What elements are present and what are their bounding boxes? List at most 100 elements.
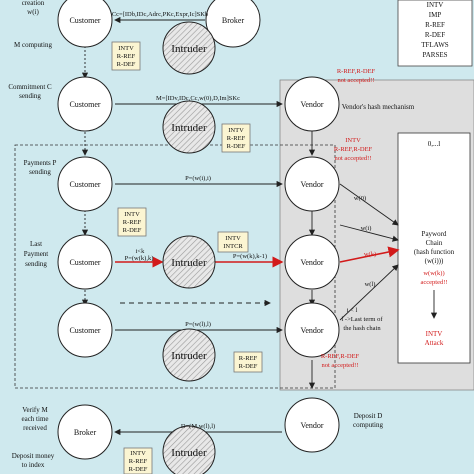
broker-node xyxy=(205,0,261,48)
note-label: l ->Last term of xyxy=(341,316,383,323)
step-label: Last xyxy=(30,240,42,248)
customer-node xyxy=(57,234,113,290)
intruder-node xyxy=(162,425,216,474)
intruder-node xyxy=(162,100,216,154)
red-note: INTV xyxy=(345,137,361,144)
step-label: sending xyxy=(25,260,47,268)
vendor-node xyxy=(284,234,340,290)
hash-panel xyxy=(397,132,471,364)
customer-node xyxy=(57,0,113,48)
message-label: M=[IDv,IDc,Cc,w(0),D,Im]SKc xyxy=(156,95,240,102)
hash-arrow-label: w(i) xyxy=(361,225,372,232)
attack-item: R-REF xyxy=(117,53,136,60)
panel-red-text: w(w(k)) xyxy=(423,270,444,277)
intruder-node xyxy=(162,328,216,382)
attack-box xyxy=(111,41,141,71)
attack-item: R-REF xyxy=(227,135,246,142)
message-label: P=(w(i),i) xyxy=(185,175,211,182)
vendor-node xyxy=(284,302,340,358)
customer-node xyxy=(57,302,113,358)
attack-box xyxy=(117,207,147,237)
customer-label: Customer xyxy=(69,258,100,267)
panel-range: 0,...l xyxy=(428,140,441,148)
attack-item: INTV xyxy=(225,235,241,242)
message-label: Cc=[IDb,IDc,Adrc,PKc,Expr,Ic]SKb xyxy=(112,11,208,18)
red-note: not accepted!! xyxy=(335,155,372,162)
panel-text: Chain xyxy=(426,239,443,247)
step-label: Payment xyxy=(24,250,49,258)
step-label: sending xyxy=(29,168,51,176)
customer-label: Customer xyxy=(69,180,100,189)
step-label: M computing xyxy=(14,41,52,49)
broker-label: Broker xyxy=(74,428,97,437)
attack-item: R-DEF xyxy=(227,143,246,150)
panel-red-text: Attack xyxy=(425,339,444,347)
intruder-label: Intruder xyxy=(171,350,207,362)
step-label: computing xyxy=(353,421,383,429)
attack-item: INTV xyxy=(118,45,134,52)
attack-item: R-DEF xyxy=(117,61,136,68)
hash-arrow-label: w(k) xyxy=(364,251,376,258)
vendor-label: Vendor xyxy=(300,180,323,189)
legend-item: INTV xyxy=(427,1,444,9)
red-note: not accepted!! xyxy=(322,362,359,369)
step-label: received xyxy=(23,424,47,432)
attack-item: R-REF xyxy=(129,458,148,465)
customer-node xyxy=(57,156,113,212)
intruder-label: Intruder xyxy=(171,43,207,55)
panel-red-text: INTV xyxy=(426,330,443,338)
intruder-label: Intruder xyxy=(171,447,207,459)
vendor-label: Vendor xyxy=(300,421,323,430)
broker-label: Broker xyxy=(222,16,245,25)
step-label: Payments P xyxy=(24,159,57,167)
step-label: Verify M xyxy=(22,406,48,414)
intruder-label: Intruder xyxy=(171,122,207,134)
intruder-node xyxy=(162,235,216,289)
red-note: R-REF,R-DEF xyxy=(334,146,373,153)
legend-item: R-REF xyxy=(425,21,445,29)
red-note: not accepted!! xyxy=(338,77,375,84)
message-label: P=(w(k),k-1) xyxy=(233,253,267,260)
vendor-label: Vendor xyxy=(300,326,323,335)
legend-item: TFLAWS xyxy=(421,41,449,49)
intruder-node xyxy=(162,21,216,75)
vendor-node xyxy=(284,76,340,132)
customer-label: Customer xyxy=(69,100,100,109)
attack-item: R-REF xyxy=(239,355,258,362)
panel-red-text: accepted!! xyxy=(420,279,447,286)
hash-arrow-label: w(0) xyxy=(354,195,366,202)
legend-item: PARSES xyxy=(422,51,447,59)
legend-box xyxy=(397,0,473,67)
broker-node xyxy=(57,404,113,460)
message-label: P=(w(l),l) xyxy=(185,321,211,328)
step-label: Commitment C xyxy=(8,83,52,91)
attack-item: INTV xyxy=(130,450,146,457)
panel-text: Payword xyxy=(422,230,447,238)
step-label: w(i) xyxy=(27,8,39,16)
hash-mechanism-label: Vendor's hash mechanism xyxy=(342,103,415,111)
customer-label: Customer xyxy=(69,16,100,25)
vendor-label: Vendor xyxy=(300,258,323,267)
red-note: R-REF,R-DEF xyxy=(321,353,360,360)
message-label: D=(M,w(l),l) xyxy=(181,423,215,430)
attack-box xyxy=(217,231,249,253)
step-label: to index xyxy=(22,461,45,469)
customer-node xyxy=(57,76,113,132)
message-label: P=(w(k),k) xyxy=(125,255,154,262)
hash-arrow-label: w(l) xyxy=(365,281,376,288)
step-label: Deposit D xyxy=(354,412,383,420)
message-label: i<k xyxy=(136,248,145,255)
step-label: each time xyxy=(21,415,48,423)
attack-box xyxy=(123,447,153,474)
note-label: i < l xyxy=(347,307,358,314)
vendor-label: Vendor xyxy=(300,100,323,109)
attack-box xyxy=(233,351,263,373)
step-label: sending xyxy=(19,92,41,100)
attack-item: R-DEF xyxy=(123,227,142,234)
step-label: Deposit money xyxy=(12,452,55,460)
customer-label: Customer xyxy=(69,326,100,335)
attack-item: R-DEF xyxy=(239,363,258,370)
legend-item: IMP xyxy=(429,11,442,19)
